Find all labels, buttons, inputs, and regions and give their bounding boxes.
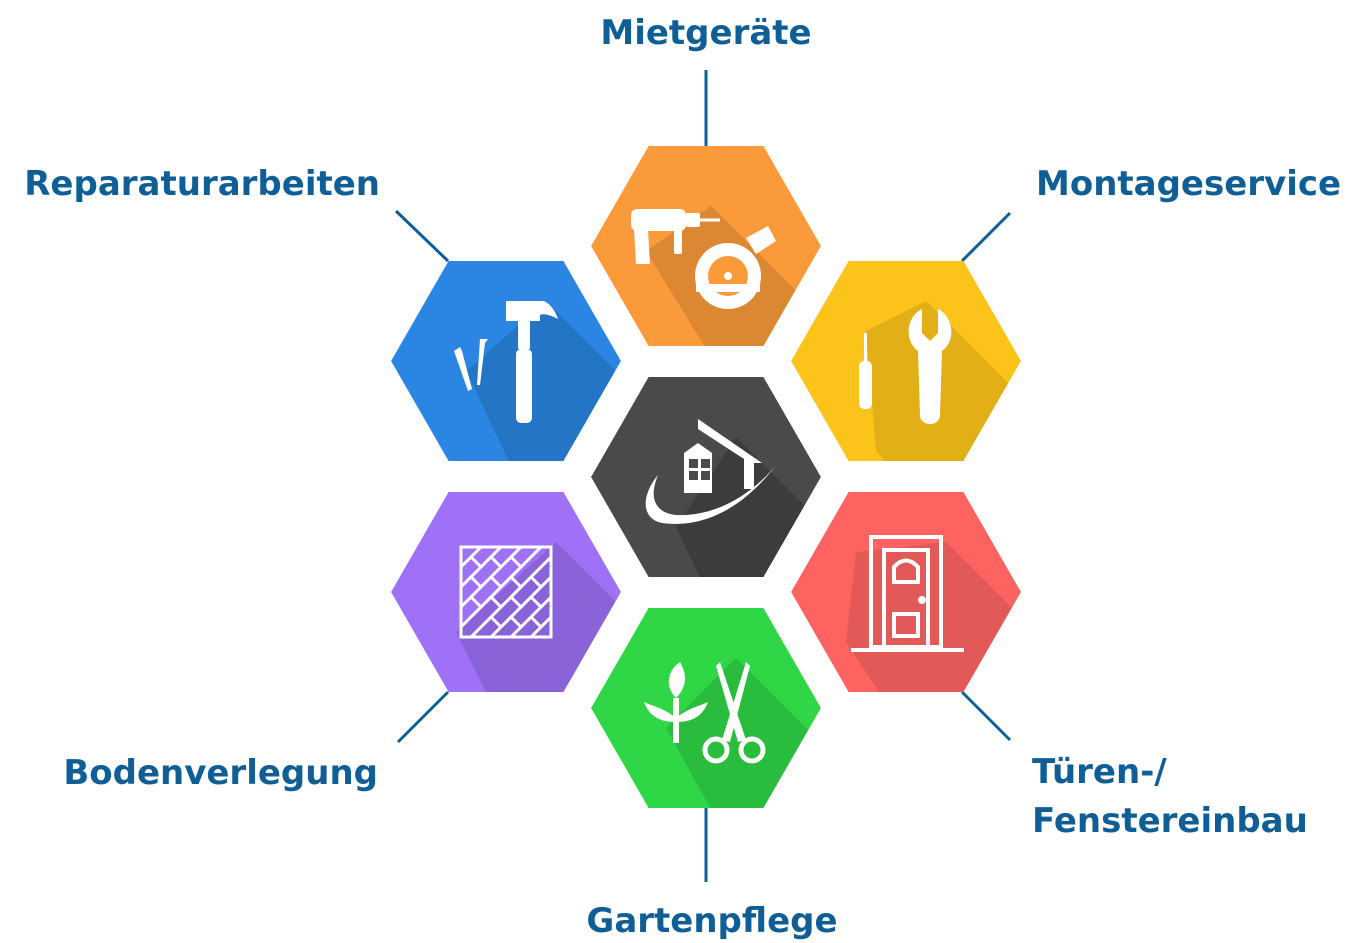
connector-lines <box>394 70 1012 882</box>
label-mietgeraete: Mietgeräte <box>600 13 811 53</box>
label-tueren-line2: Fenstereinbau <box>1032 801 1308 841</box>
hammer-and-nails-icon <box>454 301 558 423</box>
label-bodenverlegung: Bodenverlegung <box>63 753 378 793</box>
house-logo-icon <box>645 419 776 524</box>
parquet-floor-icon <box>459 545 553 639</box>
hex-bodenverlegung <box>391 492 621 692</box>
label-gartenpflege: Gartenpflege <box>586 901 837 941</box>
connector-bodenverlegung <box>396 690 450 744</box>
door-icon <box>851 535 964 652</box>
hex-mietgeraete <box>591 146 821 346</box>
label-tueren-line1: Türen-/ <box>1032 752 1167 792</box>
label-reparatur: Reparaturarbeiten <box>24 164 380 204</box>
connector-montageservice <box>960 211 1012 263</box>
hex-tueren <box>791 492 1021 692</box>
connector-reparatur <box>394 209 450 263</box>
label-montageservice: Montageservice <box>1036 164 1341 204</box>
hex-montageservice <box>791 261 1021 461</box>
hex-center <box>591 377 821 577</box>
screwdriver-and-wrench-icon <box>859 309 952 424</box>
drill-and-circular-saw-icon <box>631 209 776 309</box>
hex-gartenpflege <box>591 608 821 808</box>
hex-reparatur <box>391 261 621 461</box>
connector-tueren <box>960 690 1012 742</box>
plant-and-scissors-icon <box>644 662 766 764</box>
